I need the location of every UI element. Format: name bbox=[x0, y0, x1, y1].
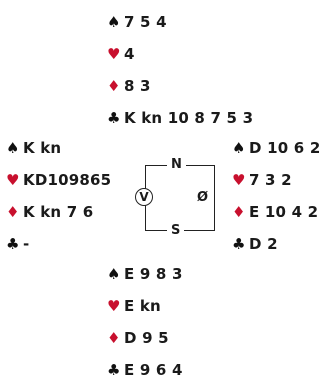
west-diamonds: ♦K kn 7 6 bbox=[6, 196, 111, 228]
compass-east-label: Ø bbox=[195, 190, 211, 205]
heart-icon: ♥ bbox=[232, 170, 246, 189]
east-spades-cards: D 10 6 2 bbox=[249, 139, 321, 157]
heart-icon: ♥ bbox=[107, 296, 121, 315]
east-hearts: ♥7 3 2 bbox=[232, 164, 320, 196]
west-clubs-cards: - bbox=[23, 235, 30, 253]
south-spades: ♠E 9 8 3 bbox=[107, 258, 183, 290]
north-diamonds-cards: 8 3 bbox=[124, 77, 151, 95]
diamond-icon: ♦ bbox=[6, 202, 20, 221]
north-spades: ♠7 5 4 bbox=[107, 6, 253, 38]
spade-icon: ♠ bbox=[232, 138, 246, 157]
north-clubs-cards: K kn 10 8 7 5 3 bbox=[124, 109, 254, 127]
east-clubs-cards: D 2 bbox=[249, 235, 278, 253]
east-hearts-cards: 7 3 2 bbox=[249, 171, 292, 189]
north-hand: ♠7 5 4 ♥4 ♦8 3 ♣K kn 10 8 7 5 3 bbox=[107, 6, 253, 134]
spade-icon: ♠ bbox=[6, 138, 20, 157]
south-diamonds: ♦D 9 5 bbox=[107, 322, 183, 354]
spade-icon: ♠ bbox=[107, 12, 121, 31]
west-diamonds-cards: K kn 7 6 bbox=[23, 203, 94, 221]
east-diamonds: ♦E 10 4 2 bbox=[232, 196, 320, 228]
east-clubs: ♣D 2 bbox=[232, 228, 320, 260]
north-diamonds: ♦8 3 bbox=[107, 70, 253, 102]
club-icon: ♣ bbox=[6, 234, 20, 253]
compass-south-label: S bbox=[167, 224, 185, 237]
north-spades-cards: 7 5 4 bbox=[124, 13, 167, 31]
compass-west-label: V bbox=[135, 188, 153, 206]
west-hearts: ♥KD109865 bbox=[6, 164, 111, 196]
west-spades-cards: K kn bbox=[23, 139, 62, 157]
north-clubs: ♣K kn 10 8 7 5 3 bbox=[107, 102, 253, 134]
north-hearts-cards: 4 bbox=[124, 45, 135, 63]
west-hearts-cards: KD109865 bbox=[23, 171, 112, 189]
west-clubs: ♣- bbox=[6, 228, 111, 260]
heart-icon: ♥ bbox=[6, 170, 20, 189]
east-hand: ♠D 10 6 2 ♥7 3 2 ♦E 10 4 2 ♣D 2 bbox=[232, 132, 320, 260]
west-hand: ♠K kn ♥KD109865 ♦K kn 7 6 ♣- bbox=[6, 132, 111, 260]
east-spades: ♠D 10 6 2 bbox=[232, 132, 320, 164]
east-diamonds-cards: E 10 4 2 bbox=[249, 203, 319, 221]
south-spades-cards: E 9 8 3 bbox=[124, 265, 183, 283]
club-icon: ♣ bbox=[232, 234, 246, 253]
west-spades: ♠K kn bbox=[6, 132, 111, 164]
south-clubs: ♣E 9 6 4 bbox=[107, 354, 183, 386]
south-hand: ♠E 9 8 3 ♥E kn ♦D 9 5 ♣E 9 6 4 bbox=[107, 258, 183, 386]
north-hearts: ♥4 bbox=[107, 38, 253, 70]
south-hearts: ♥E kn bbox=[107, 290, 183, 322]
club-icon: ♣ bbox=[107, 360, 121, 379]
spade-icon: ♠ bbox=[107, 264, 121, 283]
south-hearts-cards: E kn bbox=[124, 297, 161, 315]
south-clubs-cards: E 9 6 4 bbox=[124, 361, 183, 379]
club-icon: ♣ bbox=[107, 108, 121, 127]
south-diamonds-cards: D 9 5 bbox=[124, 329, 169, 347]
diamond-icon: ♦ bbox=[107, 328, 121, 347]
diamond-icon: ♦ bbox=[232, 202, 246, 221]
diamond-icon: ♦ bbox=[107, 76, 121, 95]
compass-box: N S Ø V bbox=[133, 158, 215, 237]
compass-north-label: N bbox=[167, 158, 186, 171]
heart-icon: ♥ bbox=[107, 44, 121, 63]
